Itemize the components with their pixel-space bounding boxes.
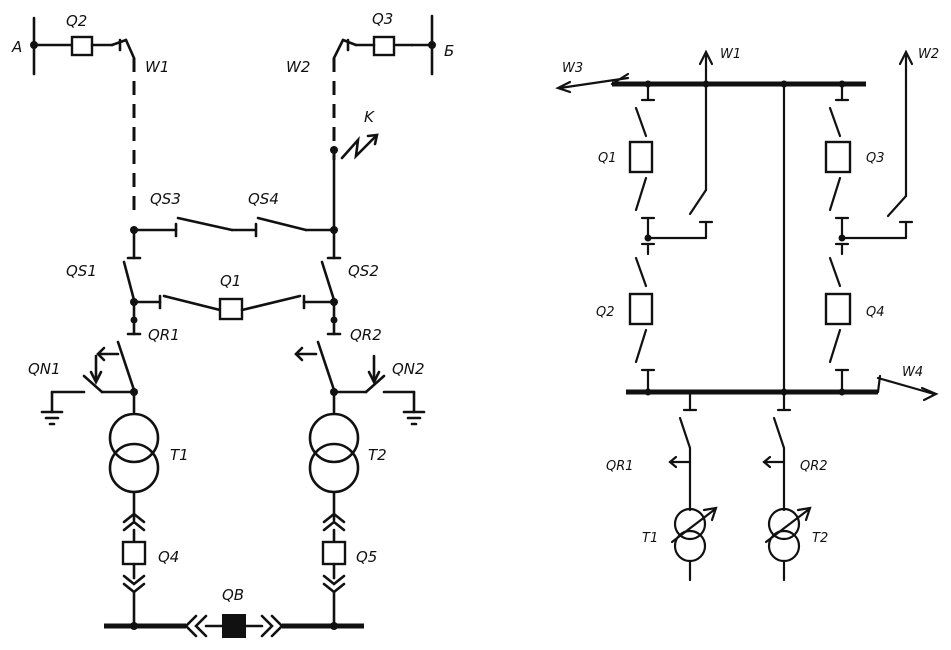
separator-qr1-right: QR1: [606, 390, 698, 474]
right-substation-diagram: W3 W1 W2: [555, 47, 939, 582]
label-qn1: QN1: [28, 360, 61, 378]
disconnector-qs3-qs4: QS3 QS4: [130, 190, 338, 238]
separator-qr2-right: QR2: [762, 390, 828, 474]
label-k: K: [364, 108, 375, 126]
transformer-t2: T2: [308, 412, 387, 522]
line-w2: W2: [886, 47, 939, 240]
label-qb: QB: [222, 586, 244, 604]
label-qs2: QS2: [348, 262, 379, 280]
line-w3: W3: [555, 61, 630, 94]
label-t1-right: T1: [642, 531, 658, 546]
label-w2-left: W2: [286, 58, 310, 76]
disconnector-qs1: QS1: [66, 228, 142, 302]
separator-qr2: QR2: [326, 300, 382, 344]
breaker-q3-right: Q3: [824, 82, 885, 240]
label-qn2: QN2: [392, 360, 425, 378]
label-q1-right: Q1: [598, 151, 617, 166]
label-qr2-right: QR2: [800, 459, 828, 474]
separator-qr1: QR1: [126, 300, 180, 344]
label-w2-right: W2: [918, 47, 939, 62]
label-w3: W3: [562, 61, 583, 76]
separator-blade-left: [96, 340, 138, 414]
breaker-q1-bridge: Q1: [130, 272, 338, 321]
label-t2-left: T2: [368, 446, 387, 464]
label-qs1: QS1: [66, 262, 97, 280]
label-w1-left: W1: [145, 58, 169, 76]
label-t1-left: T1: [170, 446, 189, 464]
disconnector-qs2: QS2: [320, 228, 379, 302]
transformer-t2-right: T2: [764, 460, 828, 582]
earthing-switch-qn1: QN1: [28, 354, 136, 426]
label-line-b: Б: [444, 42, 454, 60]
label-q2: Q2: [66, 12, 87, 30]
line-w1: W1: [688, 47, 741, 240]
label-q4-right: Q4: [866, 305, 885, 320]
breaker-q2-right: Q2: [596, 242, 656, 392]
label-w4: W4: [902, 365, 923, 380]
label-q4-left: Q4: [158, 548, 179, 566]
label-qs4: QS4: [248, 190, 279, 208]
breaker-q1-right: Q1: [598, 82, 656, 240]
node-left-mid: [640, 234, 708, 246]
label-qr1-left: QR1: [148, 326, 180, 344]
transformer-t1-right: T1: [642, 460, 718, 582]
bus-sectionalizer-qb: QB: [104, 586, 364, 638]
label-t2-right: T2: [812, 531, 828, 546]
label-qs3: QS3: [150, 190, 181, 208]
label-qr1-right: QR1: [606, 459, 634, 474]
label-q3: Q3: [372, 10, 393, 28]
separator-blade-right: [294, 340, 338, 414]
breaker-q4: Q4: [121, 512, 179, 626]
breaker-q2: Q2: [32, 12, 136, 60]
line-w4: W4: [876, 365, 939, 402]
label-q2-right: Q2: [596, 305, 615, 320]
left-substation-diagram: А Q2 W1 Б Q3 W2: [11, 10, 454, 638]
node-right-mid: [834, 234, 908, 246]
label-w1-right: W1: [720, 47, 741, 62]
label-q1-left: Q1: [220, 272, 241, 290]
breaker-q4-right: Q4: [824, 242, 885, 392]
transformer-t1: T1: [108, 412, 189, 522]
fault-k-symbol: K: [330, 108, 379, 160]
label-q3-right: Q3: [866, 151, 885, 166]
breaker-q5: Q5: [321, 512, 377, 626]
label-qr2-left: QR2: [350, 326, 382, 344]
breaker-q3: Q3: [332, 10, 434, 60]
label-q5: Q5: [356, 548, 377, 566]
label-line-a: А: [11, 38, 22, 56]
earthing-switch-qn2: QN2: [332, 354, 426, 426]
